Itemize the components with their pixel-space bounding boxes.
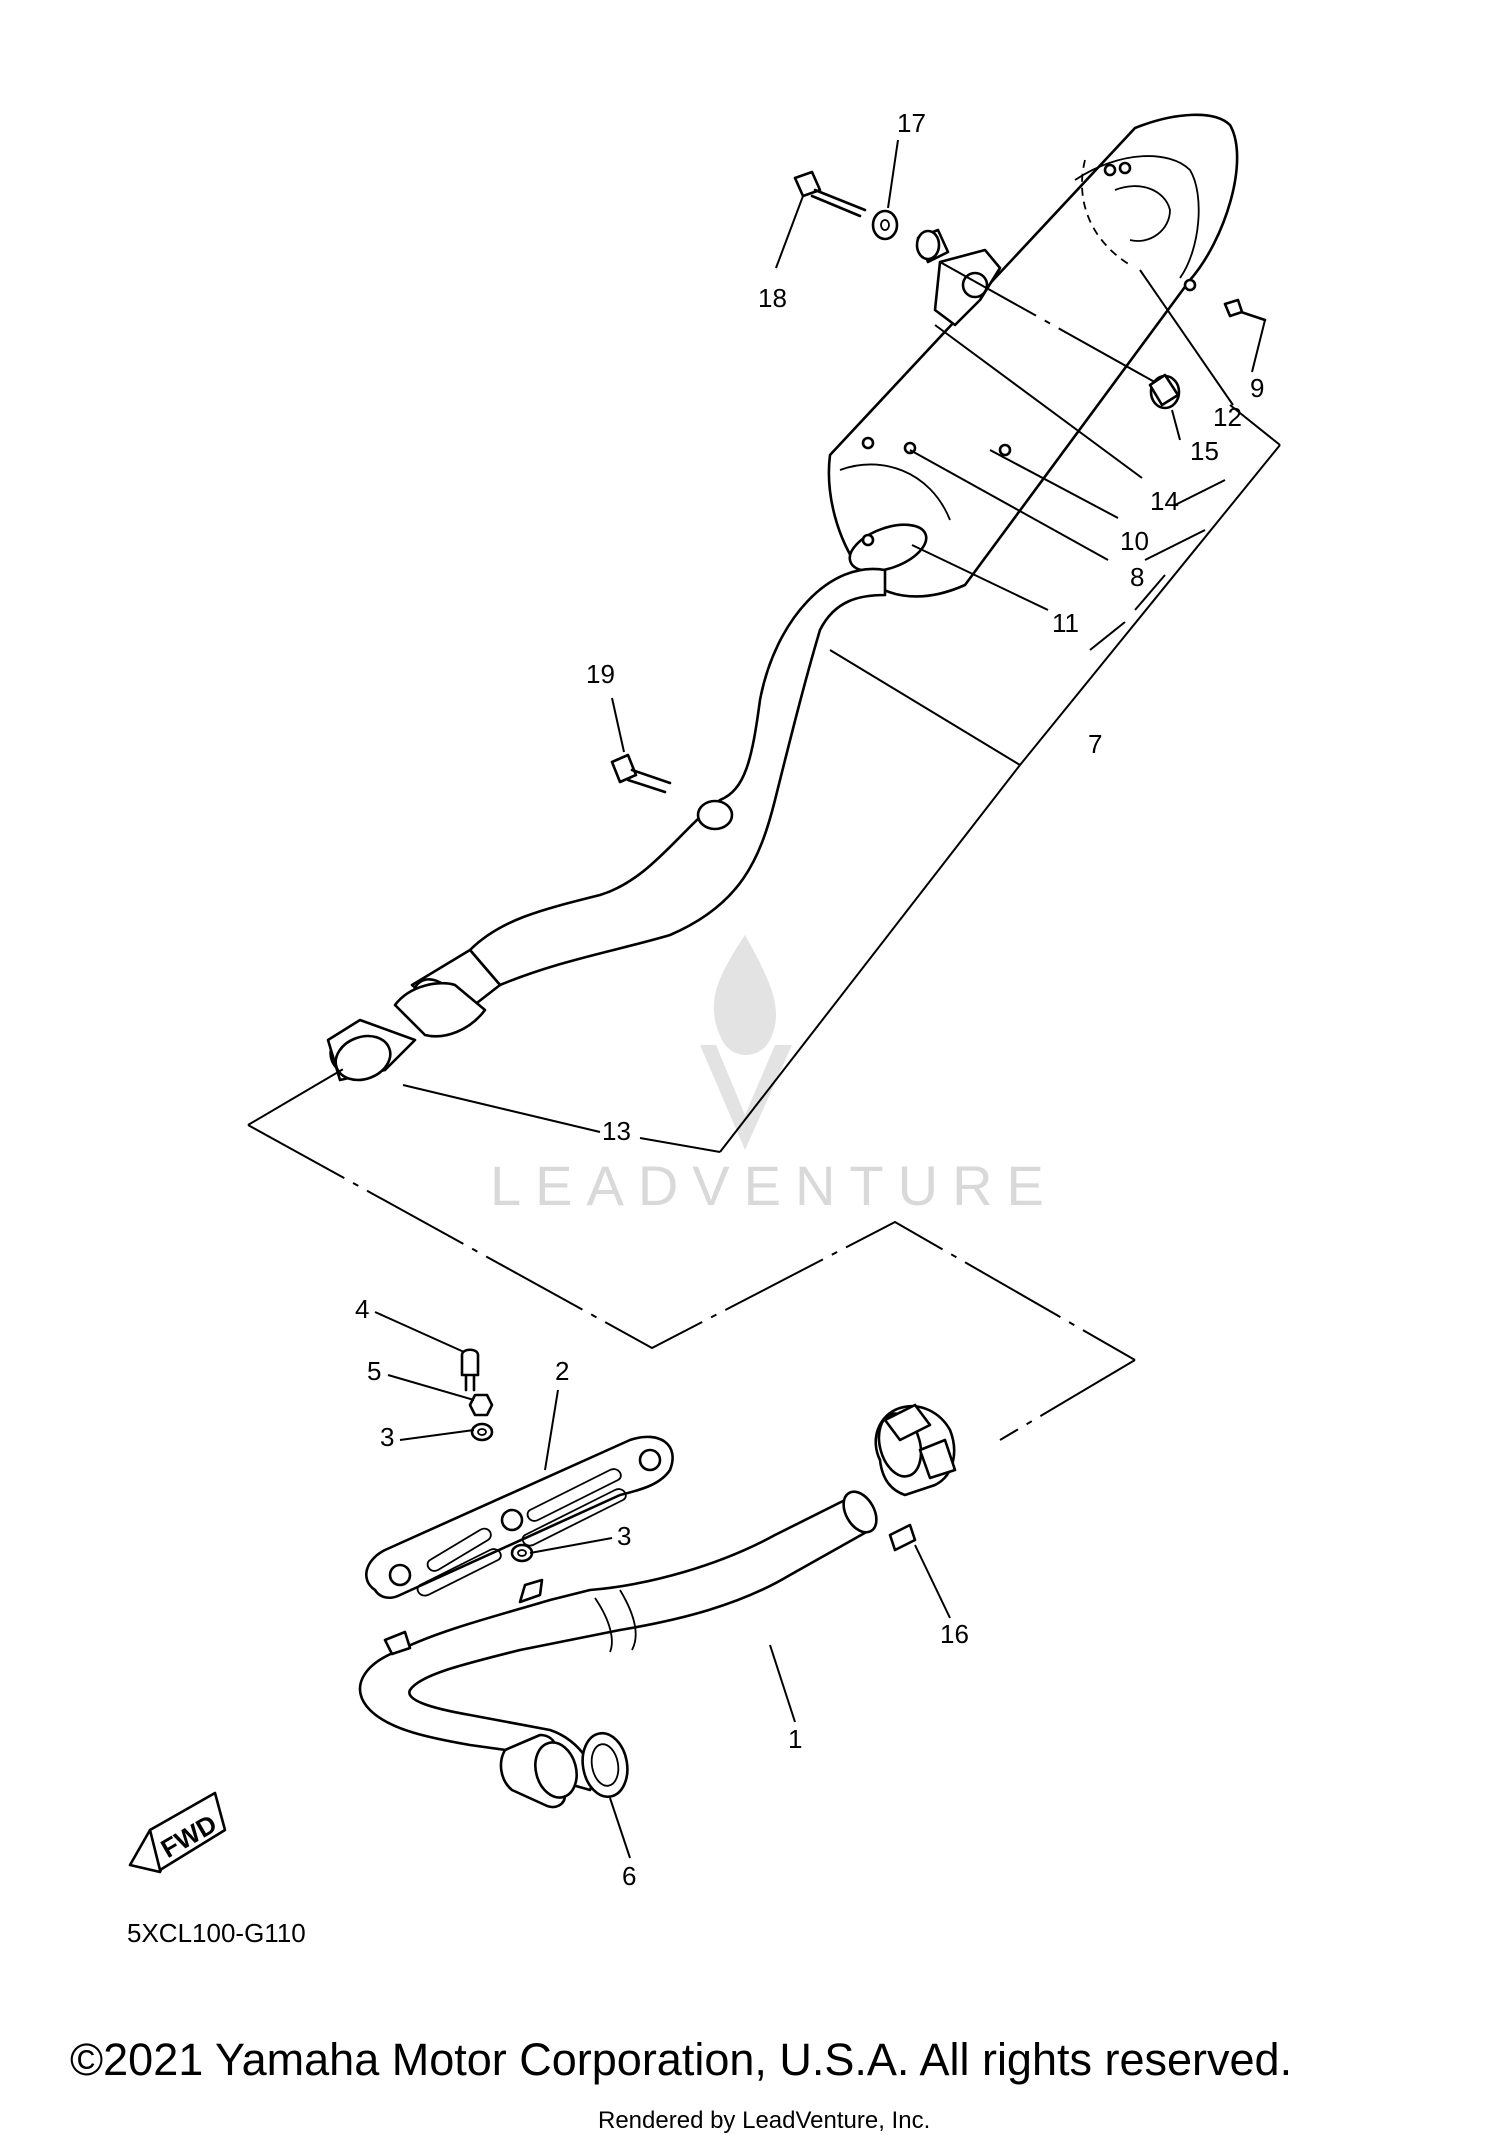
exhaust-pipe-assembly — [358, 1348, 957, 1809]
callout-10: 10 — [1120, 526, 1149, 556]
callout-12: 12 — [1213, 402, 1242, 432]
callout-16: 16 — [940, 1619, 969, 1649]
callout-18: 18 — [758, 283, 787, 313]
callout-19: 19 — [586, 659, 615, 689]
reference-lines — [247, 261, 1281, 1441]
diagram-code: 5XCL100-G110 — [127, 1918, 306, 1948]
callout-9: 9 — [1250, 373, 1264, 403]
callout-6: 6 — [622, 1861, 636, 1891]
callout-7: 7 — [1088, 729, 1102, 759]
callout-13: 13 — [602, 1116, 631, 1146]
callout-4: 4 — [355, 1294, 369, 1324]
callout-2: 2 — [555, 1356, 569, 1386]
callout-5: 5 — [367, 1356, 381, 1386]
callout-3-upper: 3 — [380, 1422, 394, 1452]
muffler-assembly — [326, 113, 1239, 1082]
callout-leaders — [374, 139, 1281, 1859]
callout-3-lower: 3 — [617, 1521, 631, 1551]
callout-15: 15 — [1190, 436, 1219, 466]
callout-11: 11 — [1052, 608, 1079, 638]
watermark-text: LEADVENTURE — [490, 1154, 1058, 1217]
callout-1: 1 — [788, 1724, 802, 1754]
copyright-notice: ©2021 Yamaha Motor Corporation, U.S.A. A… — [70, 2034, 1292, 2085]
callout-labels: 17 18 9 12 15 14 10 8 11 7 19 13 4 5 2 3… — [355, 108, 1264, 1891]
rendered-by-notice: Rendered by LeadVenture, Inc. — [598, 2107, 930, 2134]
callout-17: 17 — [897, 108, 926, 138]
callout-8: 8 — [1130, 562, 1144, 592]
mounting-hardware-upper — [610, 170, 1267, 794]
leadventure-watermark: LEADVENTURE — [490, 935, 1058, 1217]
fwd-arrow-icon: FWD — [128, 1791, 227, 1874]
callout-14: 14 — [1150, 486, 1179, 516]
